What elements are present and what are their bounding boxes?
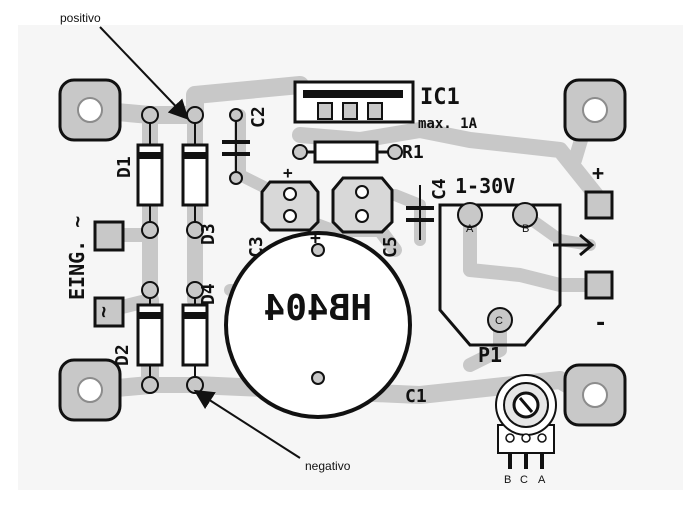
positive-annotation: positivo — [60, 11, 101, 25]
c3-polarity-label: + — [283, 163, 293, 182]
diodes — [136, 118, 209, 385]
potentiometer-illustration — [495, 374, 557, 469]
c3-label: C3 — [246, 236, 267, 258]
p1-potentiometer — [438, 202, 562, 347]
plus-terminal-label: + — [592, 161, 604, 185]
output-arrow — [553, 233, 595, 257]
c5-capacitor — [331, 176, 394, 234]
input-pad — [93, 296, 125, 328]
leg-label-b: B — [504, 474, 511, 486]
d3-diode — [181, 118, 209, 222]
mounting-pads — [58, 78, 627, 427]
mounting-pad — [563, 363, 627, 427]
pot-pin-a: A — [466, 223, 474, 235]
c3-capacitor — [260, 180, 320, 232]
r1-label: R1 — [402, 142, 424, 163]
pot-pin-c: C — [495, 315, 503, 327]
max-current-label: max. 1A — [418, 116, 478, 132]
d3-label: D3 — [198, 223, 219, 245]
negative-annotation: negativo — [305, 459, 351, 473]
mounting-pad — [58, 358, 122, 422]
d4-diode — [181, 290, 209, 385]
c1-polarity-label: + — [310, 228, 321, 249]
pot-pin-b: B — [522, 223, 529, 235]
c2-label: C2 — [248, 106, 269, 128]
round-pads — [141, 106, 204, 394]
d1-diode — [136, 118, 164, 222]
mounting-pad — [563, 78, 627, 142]
p1-label: P1 — [478, 343, 502, 367]
c4-label: C4 — [429, 178, 450, 200]
input-label: EING. ~ — [65, 216, 89, 300]
d2-diode — [136, 290, 164, 385]
positive-arrow — [99, 26, 189, 120]
terminal-pads — [93, 190, 614, 328]
board-watermark: HB404 — [264, 288, 372, 329]
minus-terminal-label: - — [594, 311, 607, 336]
ic1-label: IC1 — [420, 85, 460, 110]
c2-capacitor — [222, 108, 250, 185]
d1-label: D1 — [114, 156, 135, 178]
output-plus-pad — [584, 190, 614, 220]
leg-label-c: C — [520, 474, 528, 486]
ac-symbol: ~ — [91, 306, 115, 318]
r1-resistor — [292, 140, 403, 164]
d2-label: D2 — [112, 344, 133, 366]
c1-capacitor — [224, 231, 412, 419]
c1-label: C1 — [405, 386, 427, 407]
voltage-range-label: 1-30V — [455, 174, 515, 198]
c4-capacitor — [406, 185, 434, 240]
d4-label: D4 — [198, 283, 219, 305]
input-pad — [93, 220, 125, 252]
output-minus-pad — [584, 270, 614, 300]
negative-arrow — [193, 389, 301, 459]
c5-label: C5 — [380, 236, 401, 258]
leg-label-a: A — [538, 474, 546, 486]
mounting-pad — [58, 78, 122, 142]
ic1-regulator — [293, 80, 415, 124]
